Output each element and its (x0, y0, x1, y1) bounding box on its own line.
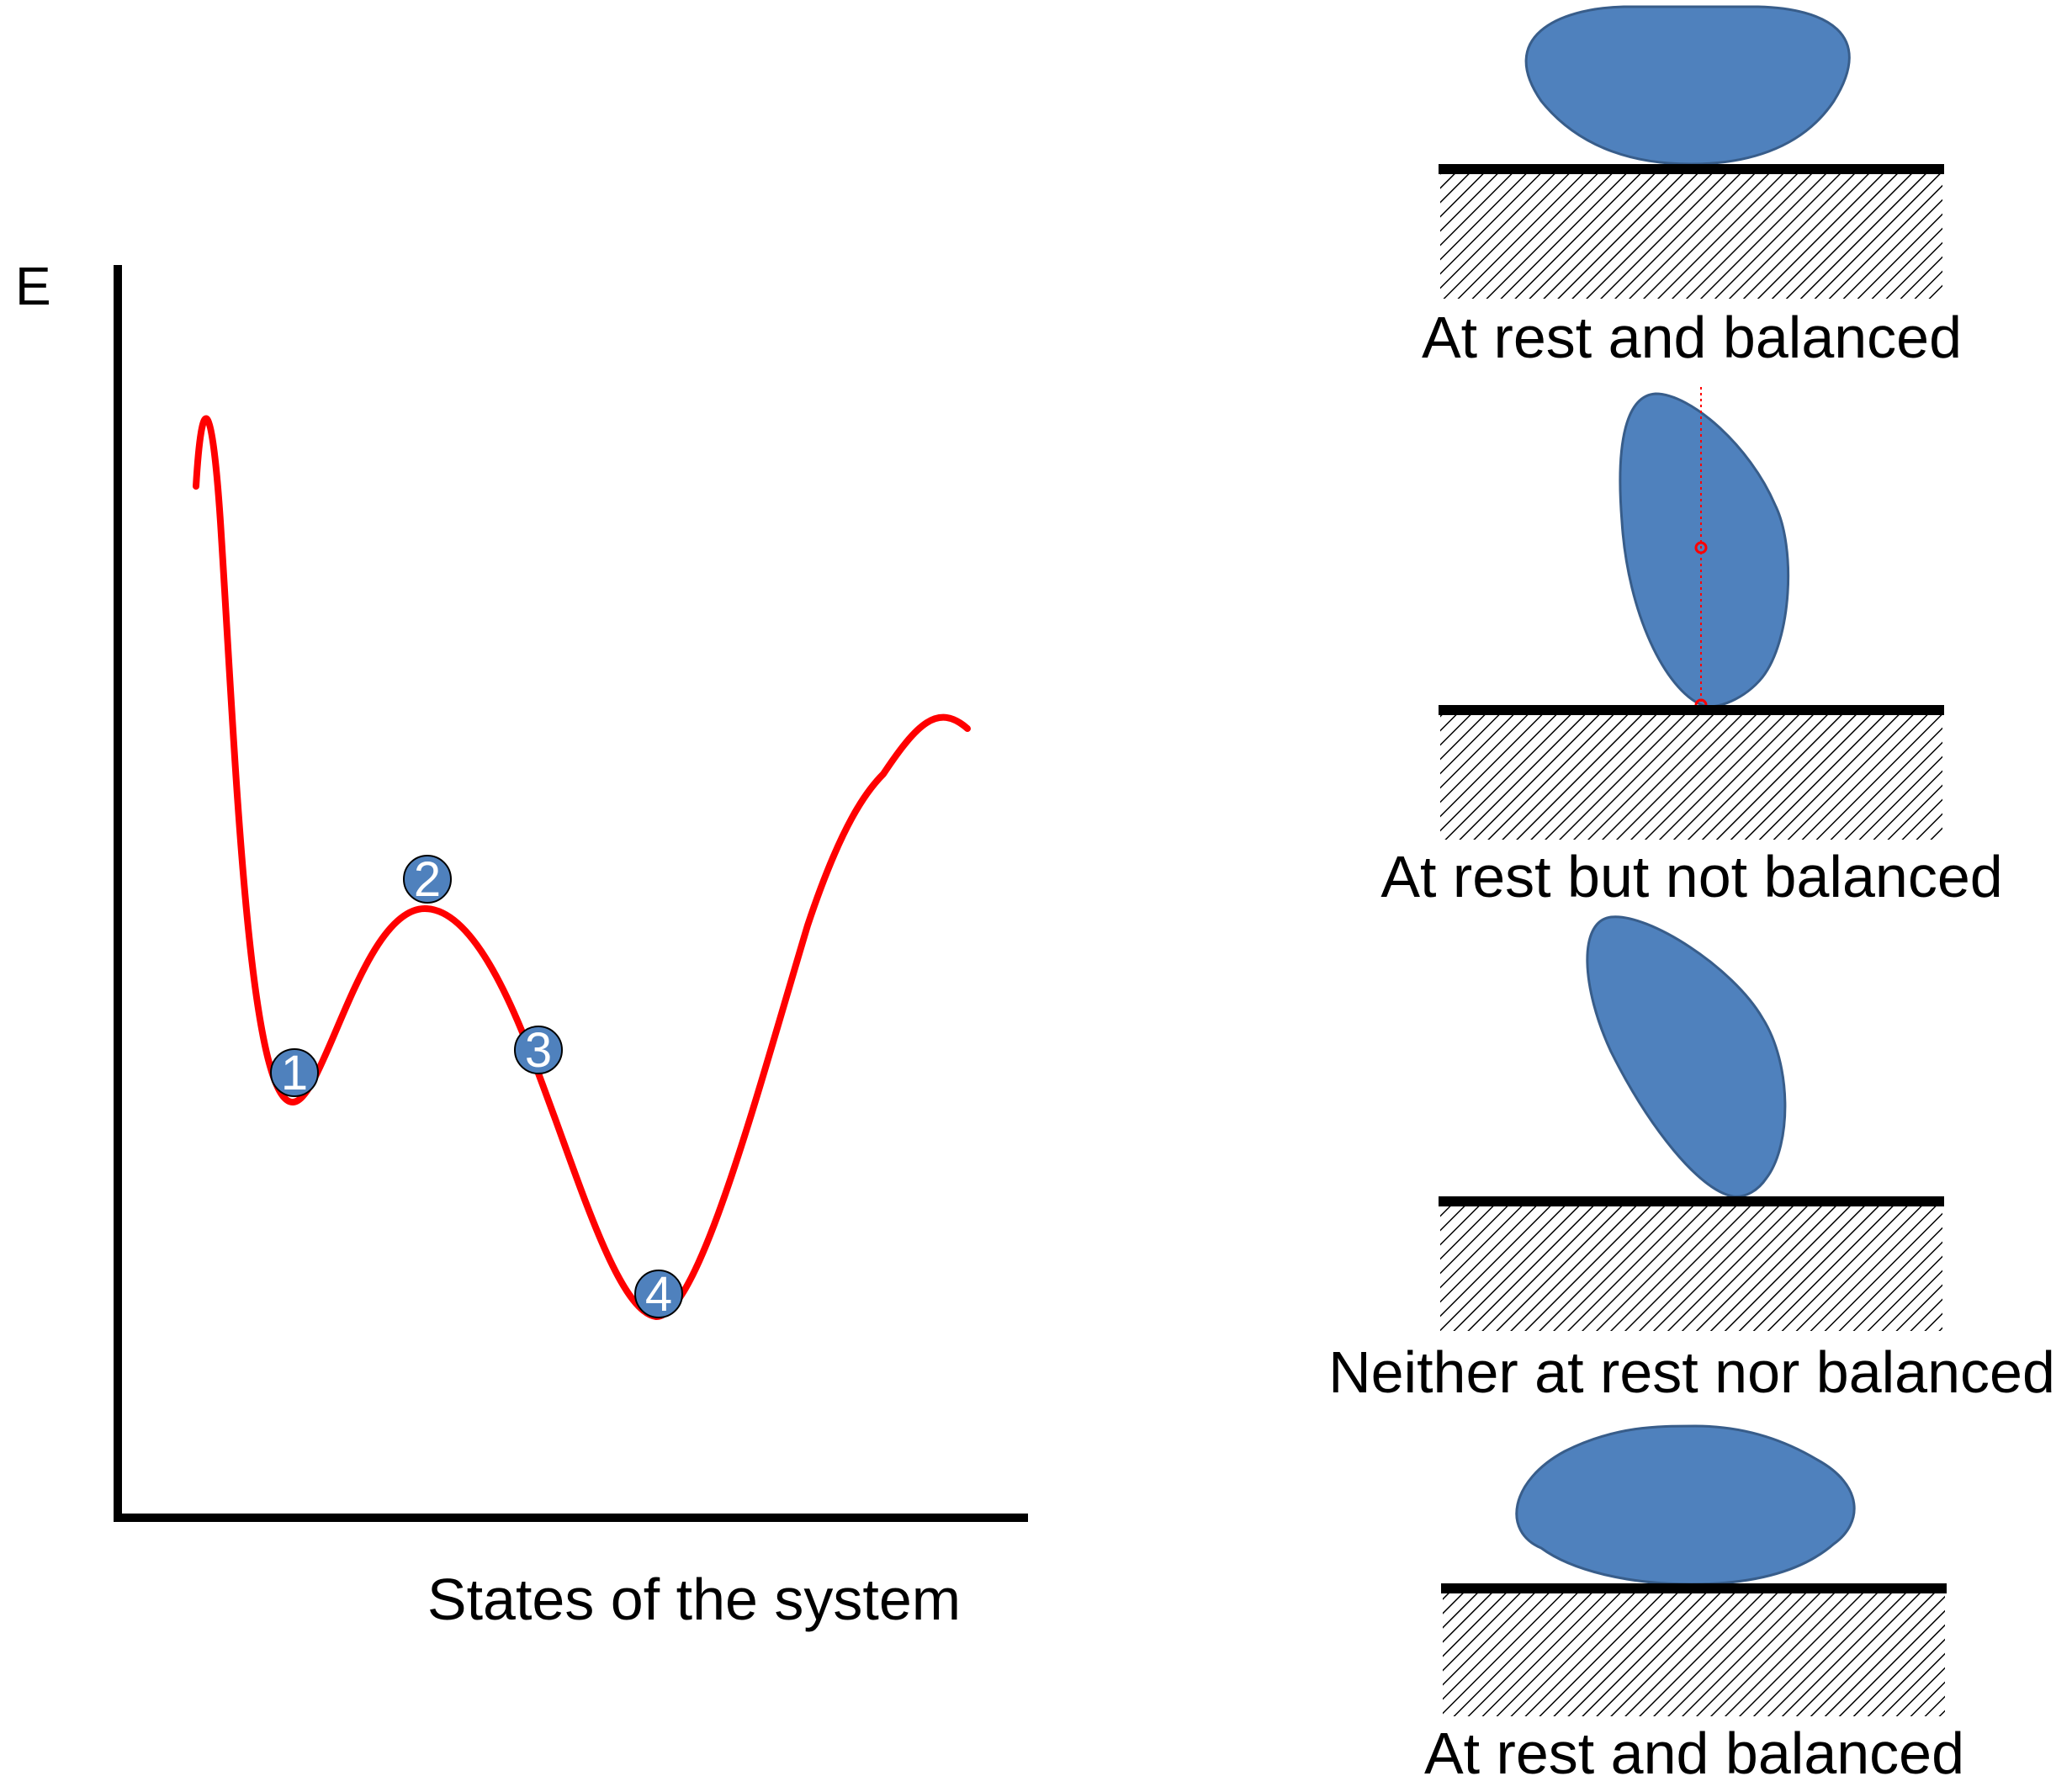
state-marker-4: 4 (634, 1267, 683, 1322)
lens-object (1515, 1424, 1856, 1586)
energy-graph: E 1 2 3 4 States of the system (15, 256, 1028, 1632)
y-axis-label: E (15, 256, 51, 316)
energy-curve (193, 415, 971, 1321)
state-marker-4-label: 4 (645, 1267, 672, 1322)
lens-object (1524, 5, 1851, 166)
ground-hatch (1440, 713, 1942, 840)
panel-caption: At rest but not balanced (1380, 844, 2002, 909)
state-marker-3: 3 (514, 1023, 563, 1078)
state-marker-2: 2 (403, 852, 452, 907)
egg-object (1586, 915, 1787, 1198)
state-marker-1-label: 1 (281, 1046, 308, 1100)
ground-hatch (1440, 1205, 1942, 1331)
panel-caption: Neither at rest nor balanced (1328, 1339, 2055, 1405)
state-marker-1: 1 (270, 1046, 319, 1100)
center-of-mass-marker (1694, 541, 1708, 554)
panel-at-rest-not-balanced: At rest but not balanced (1380, 387, 2003, 909)
state-marker-3-label: 3 (525, 1023, 552, 1078)
x-axis-label: States of the system (427, 1567, 961, 1632)
panel-neither-at-rest-nor-balanced: Neither at rest nor balanced (1328, 915, 2055, 1405)
ground-hatch (1440, 172, 1942, 299)
state-marker-2-label: 2 (414, 852, 441, 907)
panel-caption: At rest and balanced (1424, 1720, 1964, 1786)
ground-hatch (1443, 1592, 1945, 1716)
panel-at-rest-balanced-bottom: At rest and balanced (1424, 1424, 1964, 1786)
panel-at-rest-balanced-top: At rest and balanced (1422, 5, 1962, 370)
panel-caption: At rest and balanced (1422, 305, 1962, 370)
